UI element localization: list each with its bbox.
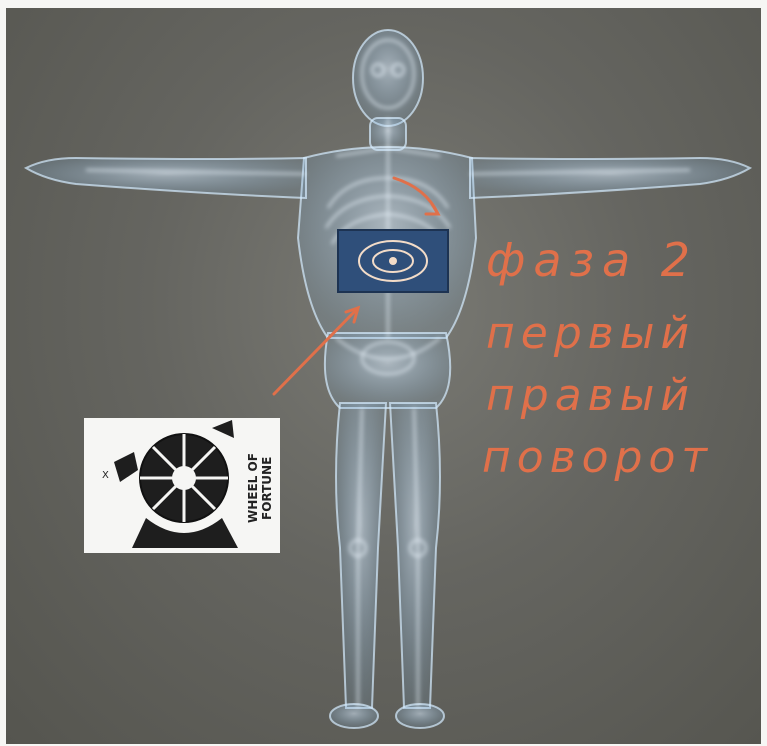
xray-scene: X фаза 2 первый правый поворот WHEEL OF … (6, 8, 761, 744)
annotation-line-3: правый (486, 370, 695, 421)
tarot-card-label: WHEEL OF FORTUNE (242, 426, 278, 550)
annotation-line-2: первый (486, 308, 695, 359)
tarot-roman-numeral: X (102, 470, 109, 481)
annotation-line-4: поворот (482, 432, 713, 483)
annotation-line-1: фаза 2 (486, 233, 698, 287)
mandala-panel (338, 230, 448, 292)
